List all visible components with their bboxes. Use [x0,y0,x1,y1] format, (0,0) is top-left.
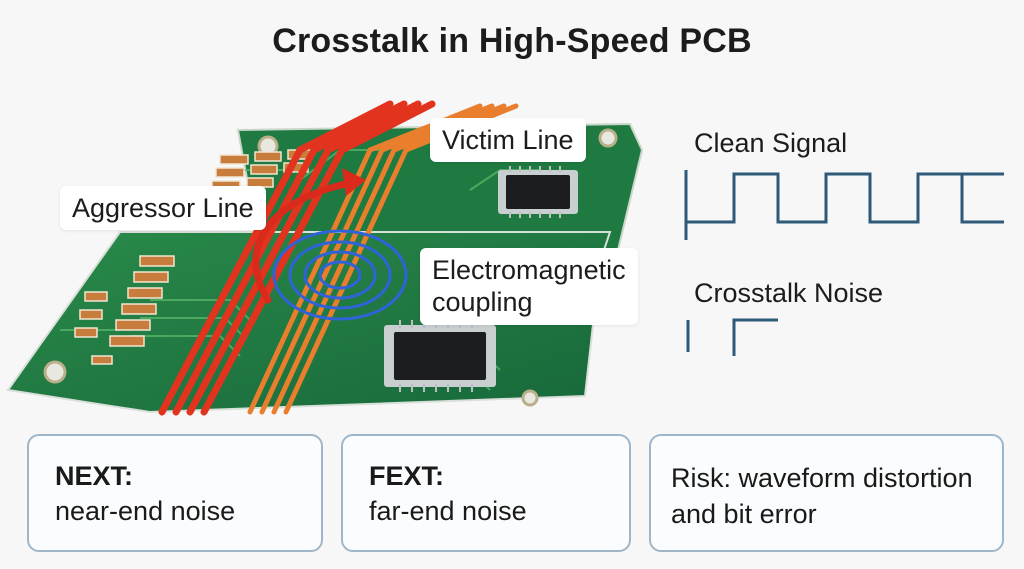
coupling-arrow [252,179,354,304]
clean-signal-label: Clean Signal [694,128,848,158]
fext-card: FEXT: far-end noise [341,434,631,552]
next-card: NEXT: near-end noise [27,434,323,552]
smd-components-left [74,255,175,365]
page-title: Crosstalk in High-Speed PCB [272,22,752,60]
ic-chip-top [498,166,578,218]
coupling-arrow-head [342,168,366,196]
mounting-hole [598,128,618,148]
victim-line-label: Victim Line [430,118,586,163]
fext-card-body: far-end noise [369,495,527,526]
mounting-hole [521,389,539,407]
next-card-body: near-end noise [55,495,236,526]
next-card-heading: NEXT: [55,461,134,491]
aggressor-traces [158,100,436,416]
risk-card-text: Risk: waveform distortion and bit error [671,463,973,530]
crosstalk-noise-label: Crosstalk Noise [694,278,884,308]
fext-card-heading: FEXT: [369,461,445,491]
mounting-hole [43,360,67,384]
risk-card: Risk: waveform distortion and bit error [649,434,1004,552]
coupling-label: Electromagnetic coupling [420,248,638,325]
ic-chip-bottom [384,320,496,392]
aggressor-line-label: Aggressor Line [60,186,266,231]
coupling-rings [272,229,408,321]
